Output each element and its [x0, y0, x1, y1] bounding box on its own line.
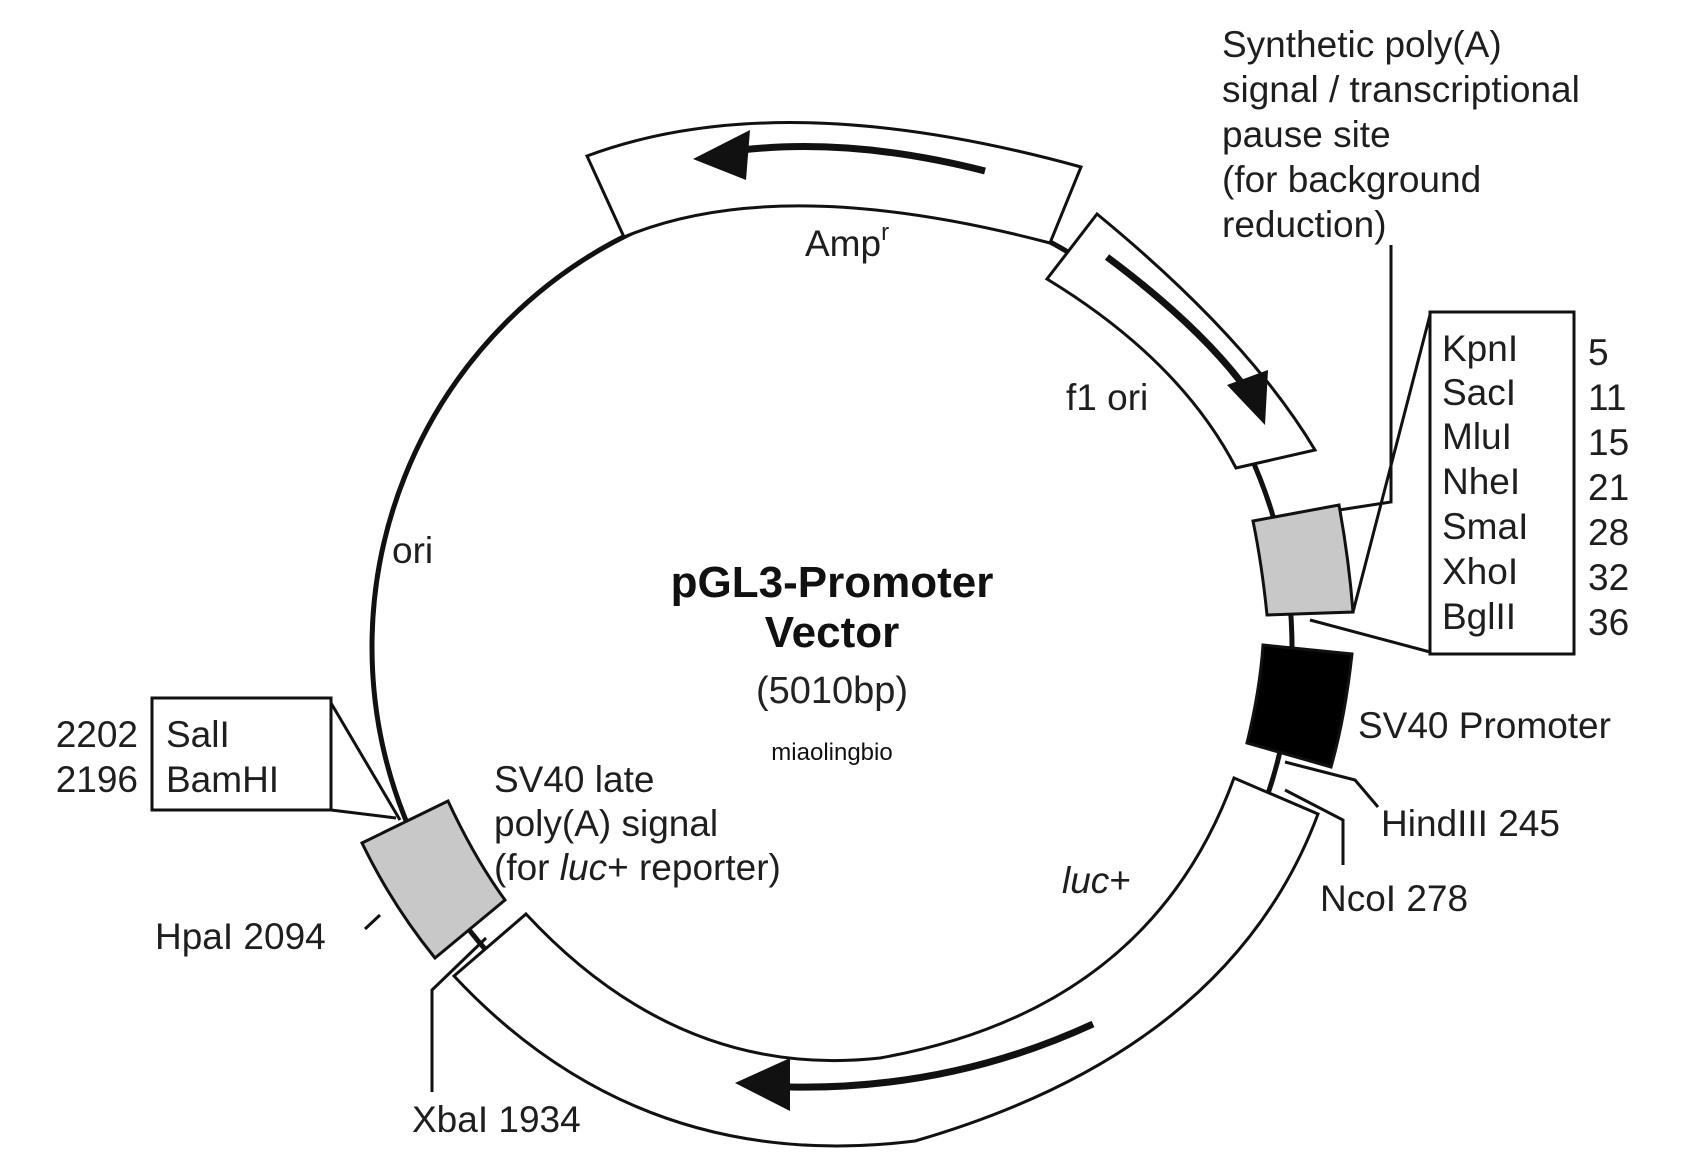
synthetic-polya-line5: reduction): [1222, 204, 1387, 245]
hpai-leader: [363, 913, 382, 931]
mcs-enzyme-5: XhoI: [1442, 551, 1518, 592]
mcs-block: [1251, 503, 1355, 617]
luc-arrow: [789, 1020, 1095, 1091]
mcs-position-3: 21: [1588, 467, 1629, 508]
synthetic-polya-leader: [1338, 245, 1393, 512]
sv40-late-line1: SV40 late: [494, 759, 654, 800]
luc-arrowhead-icon: [735, 1058, 790, 1111]
mcs-enzyme-6: BglII: [1442, 596, 1516, 637]
mcs-position-6: 36: [1588, 602, 1629, 643]
f1-ori-label: f1 ori: [1066, 377, 1148, 418]
mcs-leader-bottom: [1309, 618, 1431, 654]
sv40-late-polya-block: [359, 798, 508, 961]
vector-name-line1: pGL3-Promoter: [671, 558, 994, 607]
synthetic-polya-line2: signal / transcriptional: [1222, 69, 1580, 110]
xbai-leader: [430, 936, 488, 1092]
hpai-site-label: HpaI 2094: [155, 916, 326, 957]
xbai-site-label: XbaI 1934: [412, 1099, 581, 1140]
mcs-enzyme-1: SacI: [1442, 372, 1516, 413]
mcs-position-4: 28: [1588, 512, 1629, 553]
luc-gene-block: [451, 775, 1320, 1148]
left-box-leader-bottom: [330, 808, 397, 820]
mcs-enzyme-2: MluI: [1442, 416, 1512, 457]
left-enzyme-box: [150, 696, 333, 812]
hindiii-leader: [1284, 760, 1380, 808]
synthetic-polya-line3: pause site: [1222, 114, 1391, 155]
left-box-enzyme-1: BamHI: [166, 759, 279, 800]
synthetic-polya-line1: Synthetic poly(A): [1222, 24, 1502, 65]
f1-ori-arrowhead-icon: [1227, 370, 1268, 425]
sv40-promoter-label: SV40 Promoter: [1358, 705, 1611, 746]
ori-label: ori: [392, 530, 433, 571]
left-box-position-0: 2202: [56, 714, 138, 755]
vector-name-line2: Vector: [765, 608, 900, 657]
synthetic-polya-line4: (for background: [1222, 159, 1481, 200]
left-box-position-1: 2196: [56, 759, 138, 800]
ncoi-site-label: NcoI 278: [1320, 878, 1468, 919]
left-box-enzyme-0: SalI: [166, 714, 230, 755]
mcs-enzyme-0: KpnI: [1442, 328, 1518, 369]
mcs-position-0: 5: [1588, 332, 1609, 373]
ampr-arrow: [719, 143, 986, 175]
f1-ori-block: [1044, 211, 1318, 470]
watermark: miaolingbio: [771, 739, 892, 766]
hindiii-site-label: HindIII 245: [1381, 803, 1560, 844]
mcs-position-5: 32: [1588, 557, 1629, 598]
mcs-enzyme-box: [1428, 310, 1576, 656]
ampr-label: Ampr: [805, 219, 889, 264]
sv40-promoter-block: [1245, 643, 1354, 769]
mcs-leader-top: [1351, 314, 1432, 613]
sv40-late-line3: (for luc+ reporter): [494, 847, 781, 888]
ncoi-leader: [1284, 788, 1345, 865]
sv40-late-line2: poly(A) signal: [494, 803, 718, 844]
ampr-arrowhead-icon: [693, 130, 750, 180]
left-box-leader-top: [329, 702, 402, 821]
vector-size: (5010bp): [756, 670, 908, 712]
mcs-position-1: 11: [1588, 377, 1626, 418]
luc-label: luc+: [1062, 860, 1131, 901]
mcs-position-2: 15: [1588, 422, 1629, 463]
mcs-enzyme-3: NheI: [1442, 461, 1520, 502]
mcs-enzyme-4: SmaI: [1442, 506, 1528, 547]
